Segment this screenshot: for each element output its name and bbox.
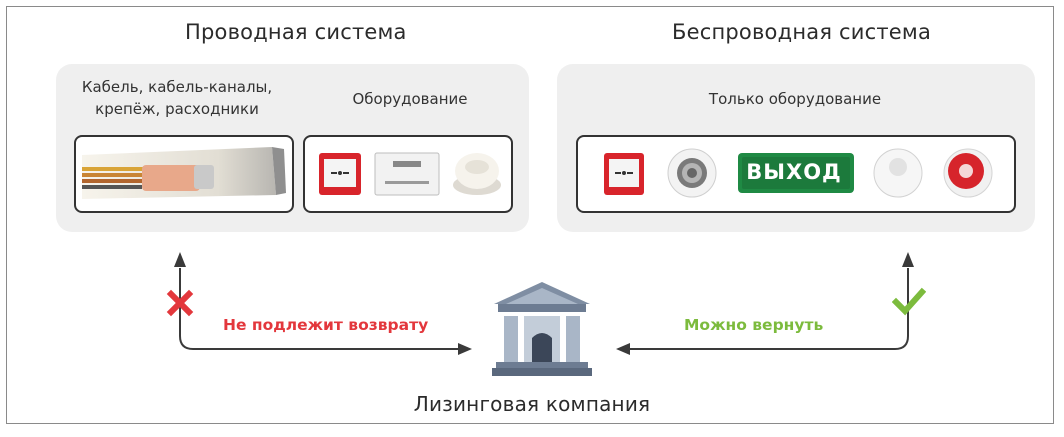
wired-system-title: Проводная система bbox=[185, 20, 407, 44]
wireless-system-title: Беспроводная система bbox=[672, 20, 932, 44]
wired-equipment-images bbox=[319, 152, 501, 196]
cable-label: Кабель, кабель-каналы, крепёж, расходник… bbox=[81, 78, 273, 118]
wireless-equipment-images bbox=[604, 148, 993, 198]
wireless-equipment-label: Только оборудование bbox=[708, 90, 882, 108]
manual-call-point-icon bbox=[319, 153, 361, 195]
cable-box bbox=[74, 135, 294, 213]
cable-conduit-image bbox=[82, 147, 286, 199]
wireless-siren-icon bbox=[667, 148, 717, 198]
returnable-label: Можно вернуть bbox=[684, 316, 824, 334]
wireless-call-point-icon bbox=[604, 153, 644, 195]
check-icon bbox=[892, 287, 926, 316]
wired-equipment-label: Оборудование bbox=[352, 90, 468, 108]
wireless-smoke-detector-icon bbox=[873, 148, 923, 198]
bank-building-icon bbox=[492, 282, 592, 376]
control-panel-icon bbox=[374, 152, 440, 196]
smoke-detector-icon bbox=[453, 153, 501, 195]
cross-icon bbox=[166, 289, 194, 317]
leasing-company-label: Лизинговая компания bbox=[413, 392, 651, 416]
exit-sign-text: ВЫХОД bbox=[746, 160, 842, 184]
wireless-strobe-icon bbox=[943, 148, 993, 198]
exit-sign-icon bbox=[738, 153, 854, 193]
not-returnable-label: Не подлежит возврату bbox=[223, 316, 429, 334]
wired-equipment-box bbox=[303, 135, 513, 213]
wireless-equipment-box bbox=[576, 135, 1016, 213]
